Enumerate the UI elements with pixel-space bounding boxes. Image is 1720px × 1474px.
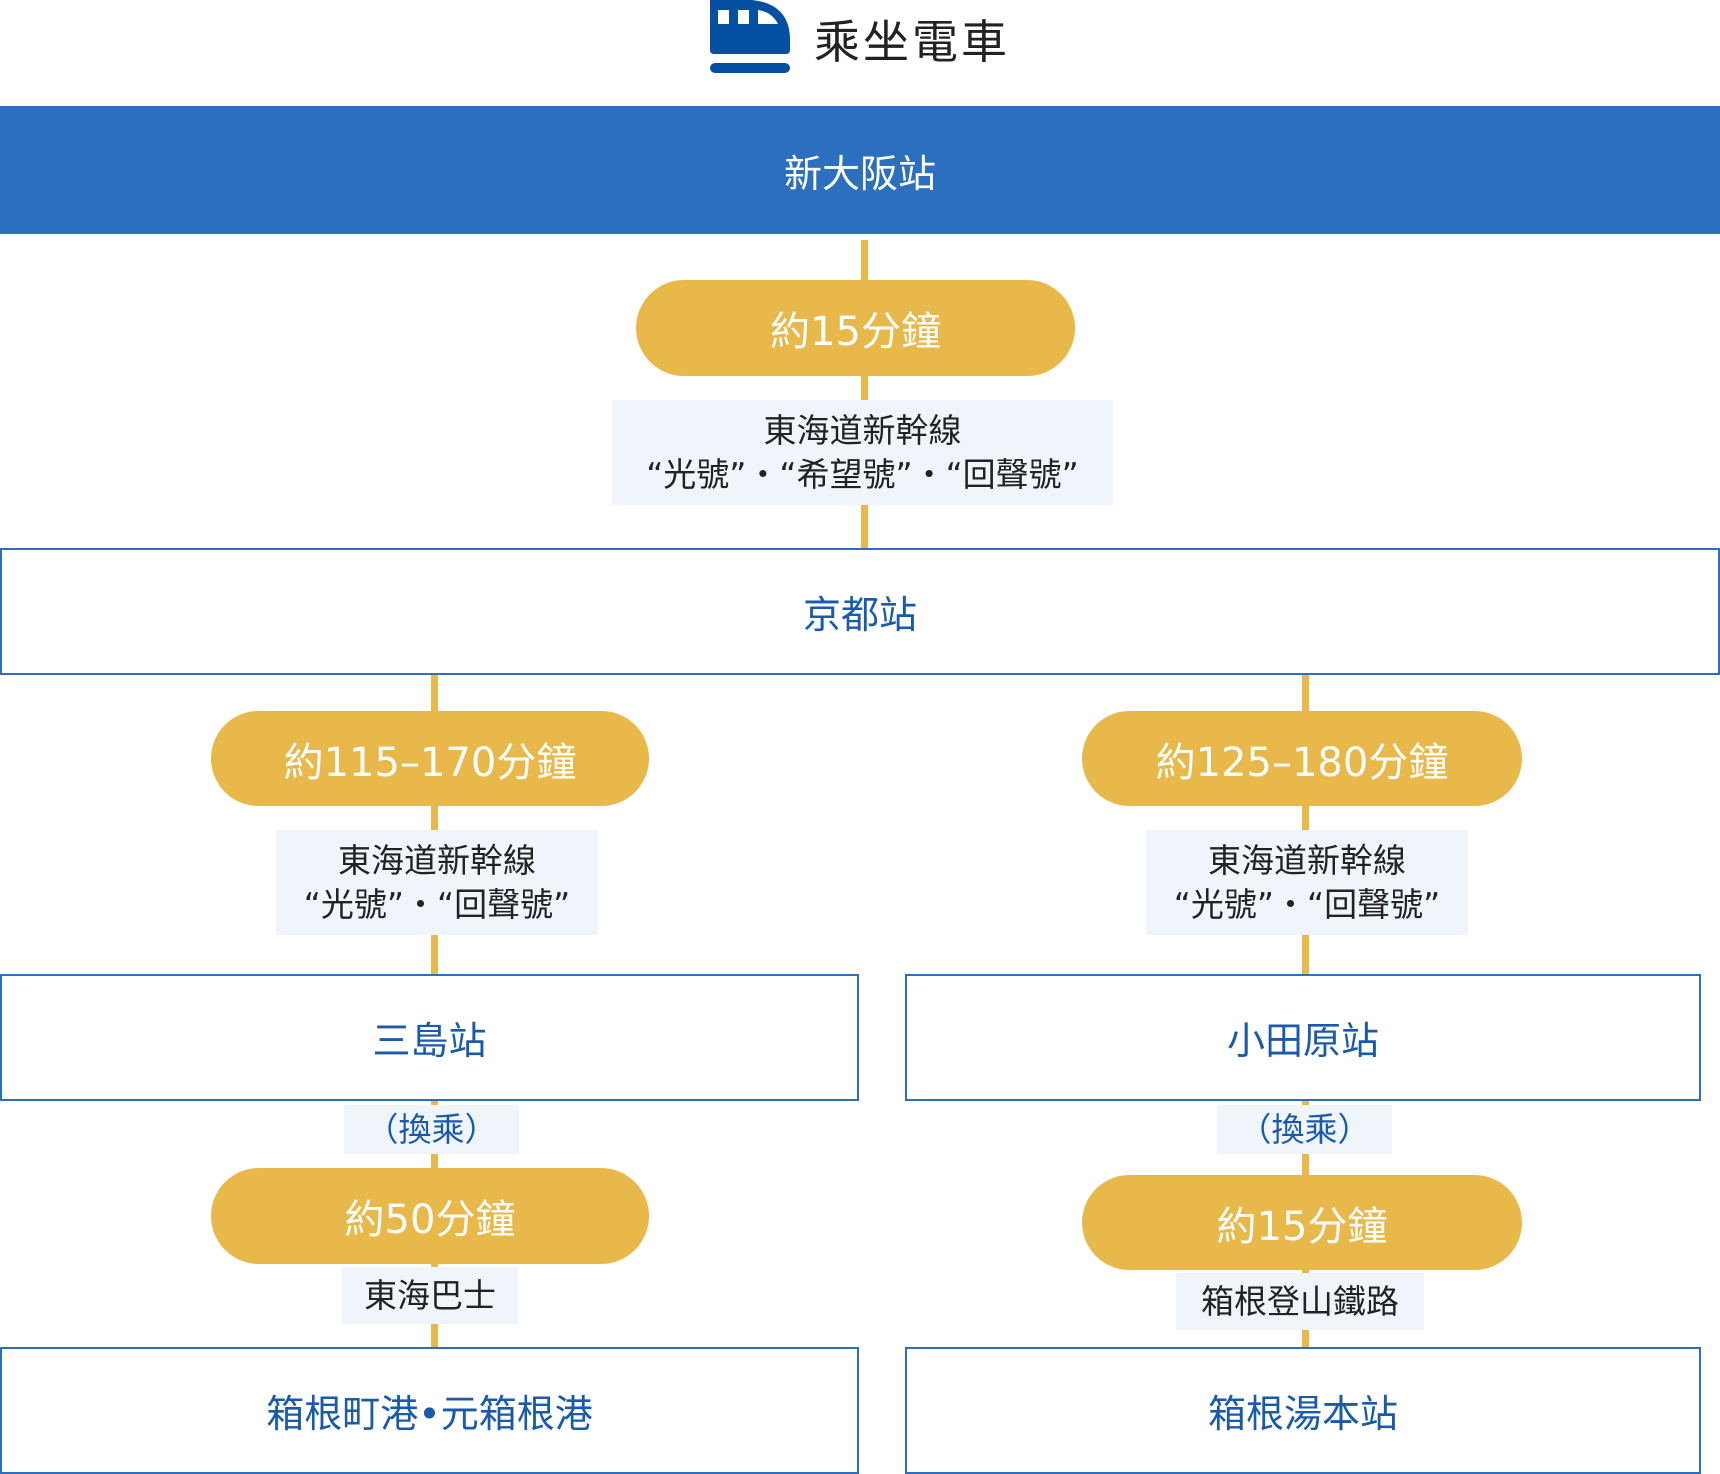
- train-names: “光號”・“回聲號”: [303, 884, 571, 924]
- train-icon: [710, 0, 790, 74]
- station-odawara: 小田原站: [905, 974, 1701, 1101]
- route-line: [861, 240, 868, 550]
- duration-pill: 約50分鐘: [211, 1168, 649, 1264]
- route-label: 東海巴士: [342, 1267, 518, 1324]
- route-label: 東海道新幹線 “光號”・“回聲號”: [276, 830, 598, 935]
- duration-pill: 約15分鐘: [1082, 1175, 1522, 1270]
- station-mishima: 三島站: [0, 974, 859, 1101]
- line-name: 東海道新幹線: [763, 410, 962, 450]
- page-title: 乘坐電車: [814, 15, 1010, 69]
- duration-pill: 約125–180分鐘: [1082, 711, 1522, 806]
- start-station-banner: 新大阪站: [0, 106, 1720, 234]
- station-kyoto: 京都站: [0, 548, 1720, 675]
- route-label: 東海道新幹線 “光號”・“回聲號”: [1146, 830, 1468, 935]
- route-label: 箱根登山鐵路: [1176, 1273, 1424, 1330]
- route-line: [1302, 675, 1309, 975]
- line-name: 東海道新幹線: [1208, 840, 1406, 880]
- transfer-label: （換乘）: [1217, 1105, 1392, 1154]
- route-label: 東海道新幹線 “光號”・“希望號”・“回聲號”: [612, 400, 1113, 505]
- station-hakone-port: 箱根町港•元箱根港: [0, 1347, 859, 1474]
- line-name: 東海道新幹線: [338, 840, 536, 880]
- start-station: 新大阪站: [783, 151, 936, 196]
- route-line: [431, 675, 438, 975]
- train-names: “光號”・“回聲號”: [1173, 884, 1441, 924]
- transfer-label: （換乘）: [344, 1105, 519, 1154]
- duration-pill: 約115–170分鐘: [211, 711, 649, 806]
- duration-pill: 約15分鐘: [636, 280, 1075, 376]
- station-hakone-yumoto: 箱根湯本站: [905, 1347, 1701, 1474]
- train-names: “光號”・“希望號”・“回聲號”: [646, 454, 1079, 494]
